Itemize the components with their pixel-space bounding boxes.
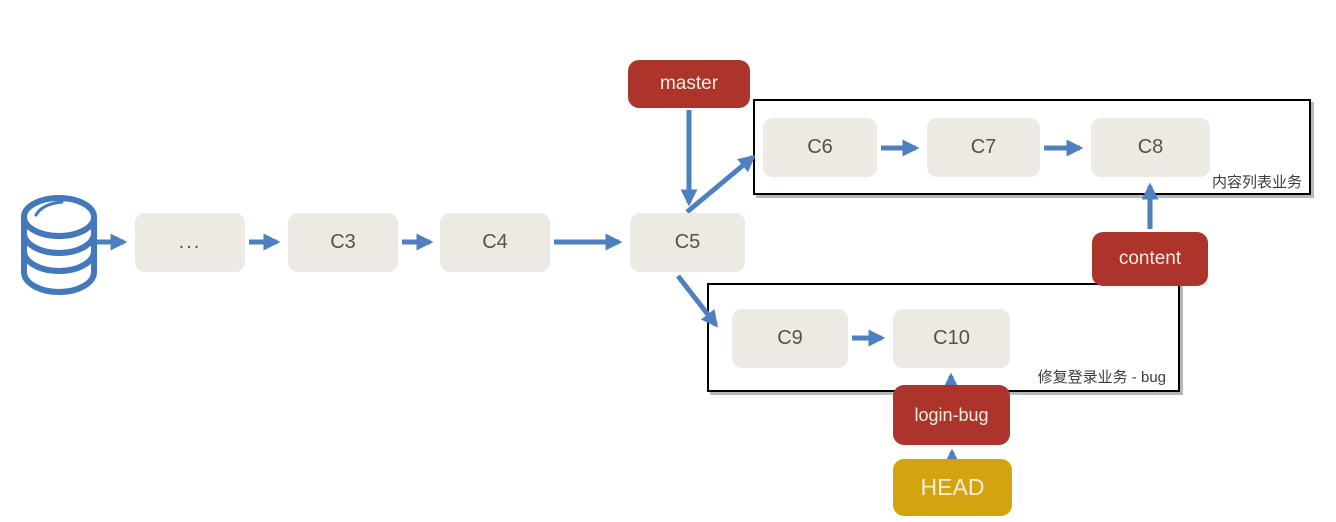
commit-node-c5: C5: [630, 213, 745, 272]
arrow-c5-to-c6: [685, 154, 756, 214]
commit-label: C9: [777, 327, 803, 349]
branch-label: login-bug: [914, 404, 989, 425]
branch-box-content: content: [1092, 232, 1208, 286]
commit-node-c4: C4: [440, 213, 550, 272]
commit-node-c7: C7: [927, 118, 1040, 177]
branch-label: master: [659, 73, 719, 94]
commit-label: C7: [970, 136, 997, 158]
group-box-content-list: 内容列表业务: [753, 99, 1311, 195]
database-icon: [21, 195, 97, 295]
group-label-content-list: 内容列表业务: [1211, 174, 1302, 191]
commit-node-c6: C6: [763, 118, 877, 177]
head-pointer-box: HEAD: [893, 459, 1012, 516]
branch-label: content: [1118, 248, 1182, 269]
group-label-login-fix: 修复登录业务 - bug: [1037, 369, 1166, 386]
commit-label: C3: [330, 231, 356, 253]
commit-label: C10: [933, 327, 970, 349]
arrow-c5-to-c9: [676, 274, 719, 328]
commit-node-c10: C10: [893, 309, 1010, 368]
head-label: HEAD: [920, 474, 985, 500]
branch-box-master: master: [628, 60, 750, 108]
commit-node-dots: ...: [135, 213, 245, 272]
commit-label: ...: [178, 231, 202, 253]
commit-node-c3: C3: [288, 213, 398, 272]
commit-label: C4: [482, 231, 508, 253]
commit-label: C8: [1137, 136, 1164, 158]
commit-label: C6: [807, 136, 833, 158]
commit-node-c8: C8: [1091, 118, 1210, 177]
commit-label: C5: [674, 231, 701, 253]
commit-node-c9: C9: [732, 309, 848, 368]
branch-box-login-bug: login-bug: [893, 385, 1010, 445]
